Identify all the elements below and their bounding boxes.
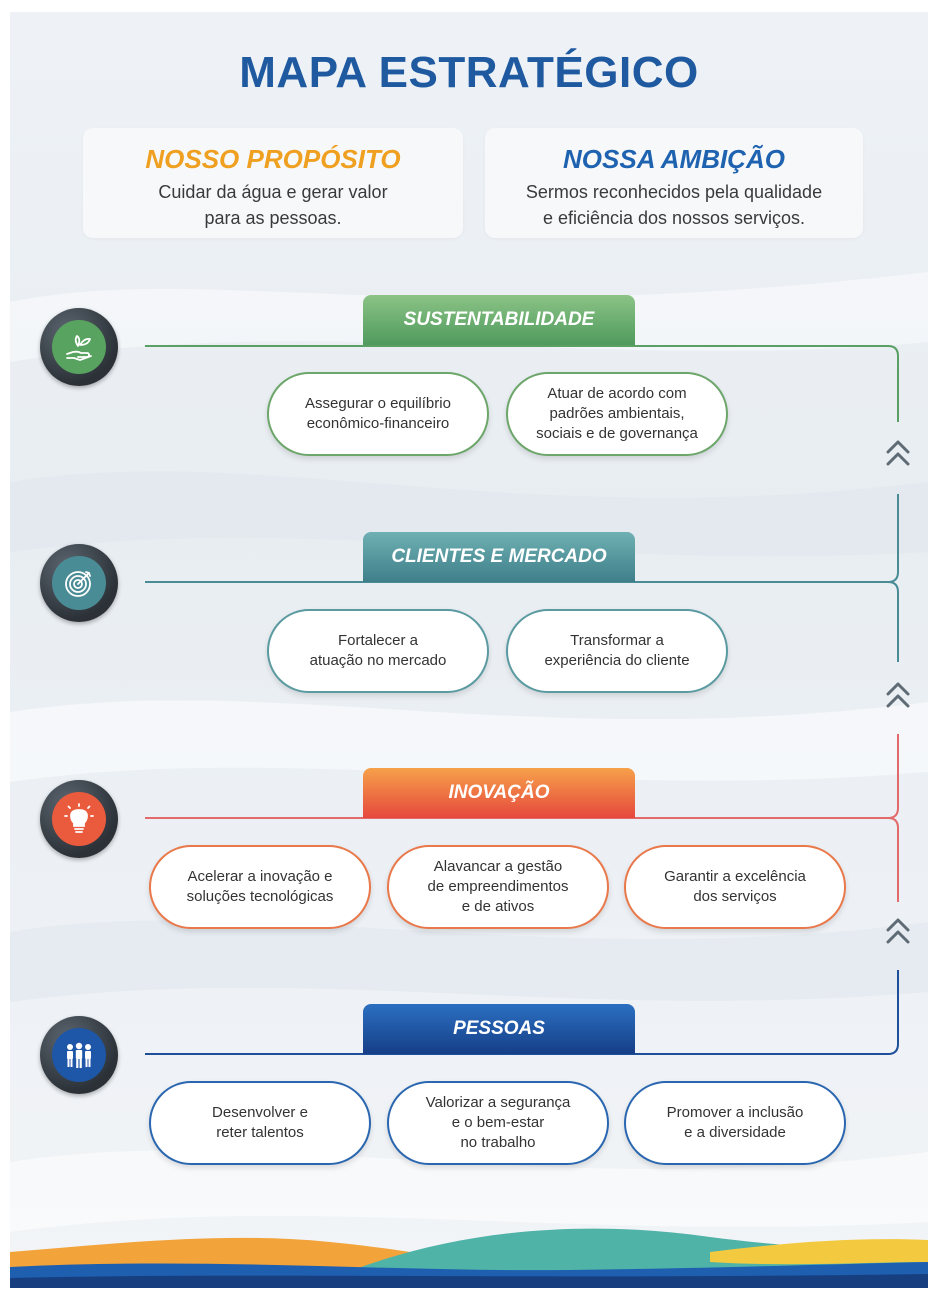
lightbulb-icon bbox=[52, 792, 106, 846]
objective-gestao-empreendimentos: Alavancar a gestão de empreendimentos e … bbox=[387, 845, 609, 929]
page-title: MAPA ESTRATÉGICO bbox=[239, 48, 699, 97]
objective-excelencia-servicos: Garantir a excelência dos serviços bbox=[624, 845, 846, 929]
ambition-card: NOSSA AMBIÇÃO Sermos reconhecidos pela q… bbox=[485, 128, 863, 238]
objective-padroes-esg: Atuar de acordo com padrões ambientais, … bbox=[506, 372, 728, 456]
objective-equilibrio-economico: Assegurar o equilíbrio econômico-finance… bbox=[267, 372, 489, 456]
objective-seguranca-bem-estar: Valorizar a segurança e o bem-estar no t… bbox=[387, 1081, 609, 1165]
double-chevron-up-icon bbox=[886, 918, 910, 944]
bottom-wave-decoration bbox=[10, 1228, 928, 1288]
people-icon-badge bbox=[40, 1016, 118, 1094]
strategic-map-poster: MAPA ESTRATÉGICO NOSSO PROPÓSITO Cuidar … bbox=[10, 12, 928, 1288]
ambition-heading: NOSSA AMBIÇÃO bbox=[563, 144, 785, 174]
background-waves bbox=[10, 272, 928, 1232]
ambition-text: Sermos reconhecidos pela qualidade e efi… bbox=[525, 182, 823, 228]
tab-sustentabilidade: SUSTENTABILIDADE bbox=[363, 295, 635, 345]
clients-icon-badge bbox=[40, 544, 118, 622]
sustainability-icon-badge bbox=[40, 308, 118, 386]
purpose-heading: NOSSO PROPÓSITO bbox=[145, 144, 401, 174]
objective-experiencia-cliente: Transformar a experiência do cliente bbox=[506, 609, 728, 693]
connector-lines bbox=[145, 345, 910, 1055]
tab-clientes-e-mercado: CLIENTES E MERCADO bbox=[363, 532, 635, 582]
innovation-icon-badge bbox=[40, 780, 118, 858]
target-icon bbox=[52, 556, 106, 610]
people-group-icon bbox=[52, 1028, 106, 1082]
double-chevron-up-icon bbox=[886, 440, 910, 466]
objective-acelerar-inovacao: Acelerar a inovação e soluções tecnológi… bbox=[149, 845, 371, 929]
hand-with-leaves-icon bbox=[52, 320, 106, 374]
objective-desenvolver-talentos: Desenvolver e reter talentos bbox=[149, 1081, 371, 1165]
purpose-text: Cuidar da água e gerar valor para as pes… bbox=[158, 182, 388, 228]
objective-inclusao-diversidade: Promover a inclusão e a diversidade bbox=[624, 1081, 846, 1165]
tab-pessoas: PESSOAS bbox=[363, 1004, 635, 1054]
objective-fortalecer-atuacao: Fortalecer a atuação no mercado bbox=[267, 609, 489, 693]
purpose-card: NOSSO PROPÓSITO Cuidar da água e gerar v… bbox=[83, 128, 463, 238]
tab-inovacao: INOVAÇÃO bbox=[363, 768, 635, 818]
double-chevron-up-icon bbox=[886, 682, 910, 708]
